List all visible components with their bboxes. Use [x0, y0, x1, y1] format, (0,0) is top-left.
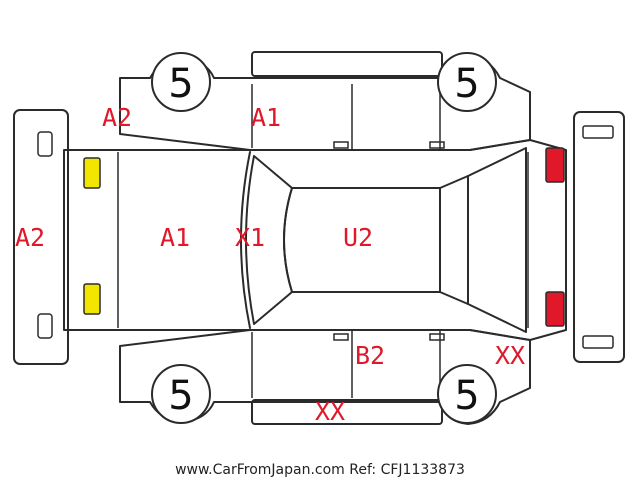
label-rocker-panel-right: XX: [315, 397, 345, 426]
rear-light-bottom: [545, 291, 565, 327]
label-front-fender-left: A2: [102, 103, 132, 132]
wheel-rear-left: 5: [437, 52, 497, 112]
wheel-rear-right: 5: [437, 364, 497, 424]
label-rear-door-right: B2: [355, 341, 385, 370]
rear-light-top: [545, 147, 565, 183]
front-bumper: [13, 109, 69, 365]
wheel-rear-left-value: 5: [454, 61, 479, 107]
label-hood: A1: [160, 223, 190, 252]
rear-window: [439, 147, 529, 333]
label-rear-fender-right: XX: [495, 341, 525, 370]
label-roof: U2: [343, 223, 373, 252]
wheel-front-right-value: 5: [168, 373, 193, 419]
wheel-front-left: 5: [151, 52, 211, 112]
wheel-rear-right-value: 5: [454, 373, 479, 419]
label-front-bumper: A2: [15, 223, 45, 252]
wheel-front-left-value: 5: [168, 61, 193, 107]
wheel-front-right: 5: [151, 364, 211, 424]
reference-footer: www.CarFromJapan.com Ref: CFJ1133873: [175, 462, 465, 478]
front-light-bottom: [83, 283, 101, 315]
front-light-top: [83, 157, 101, 189]
roof-panel: [283, 187, 441, 293]
label-windshield: X1: [235, 223, 265, 252]
label-front-door-left-area: A1: [251, 103, 281, 132]
car-body-top: [63, 139, 567, 341]
rear-bumper: [573, 111, 625, 363]
